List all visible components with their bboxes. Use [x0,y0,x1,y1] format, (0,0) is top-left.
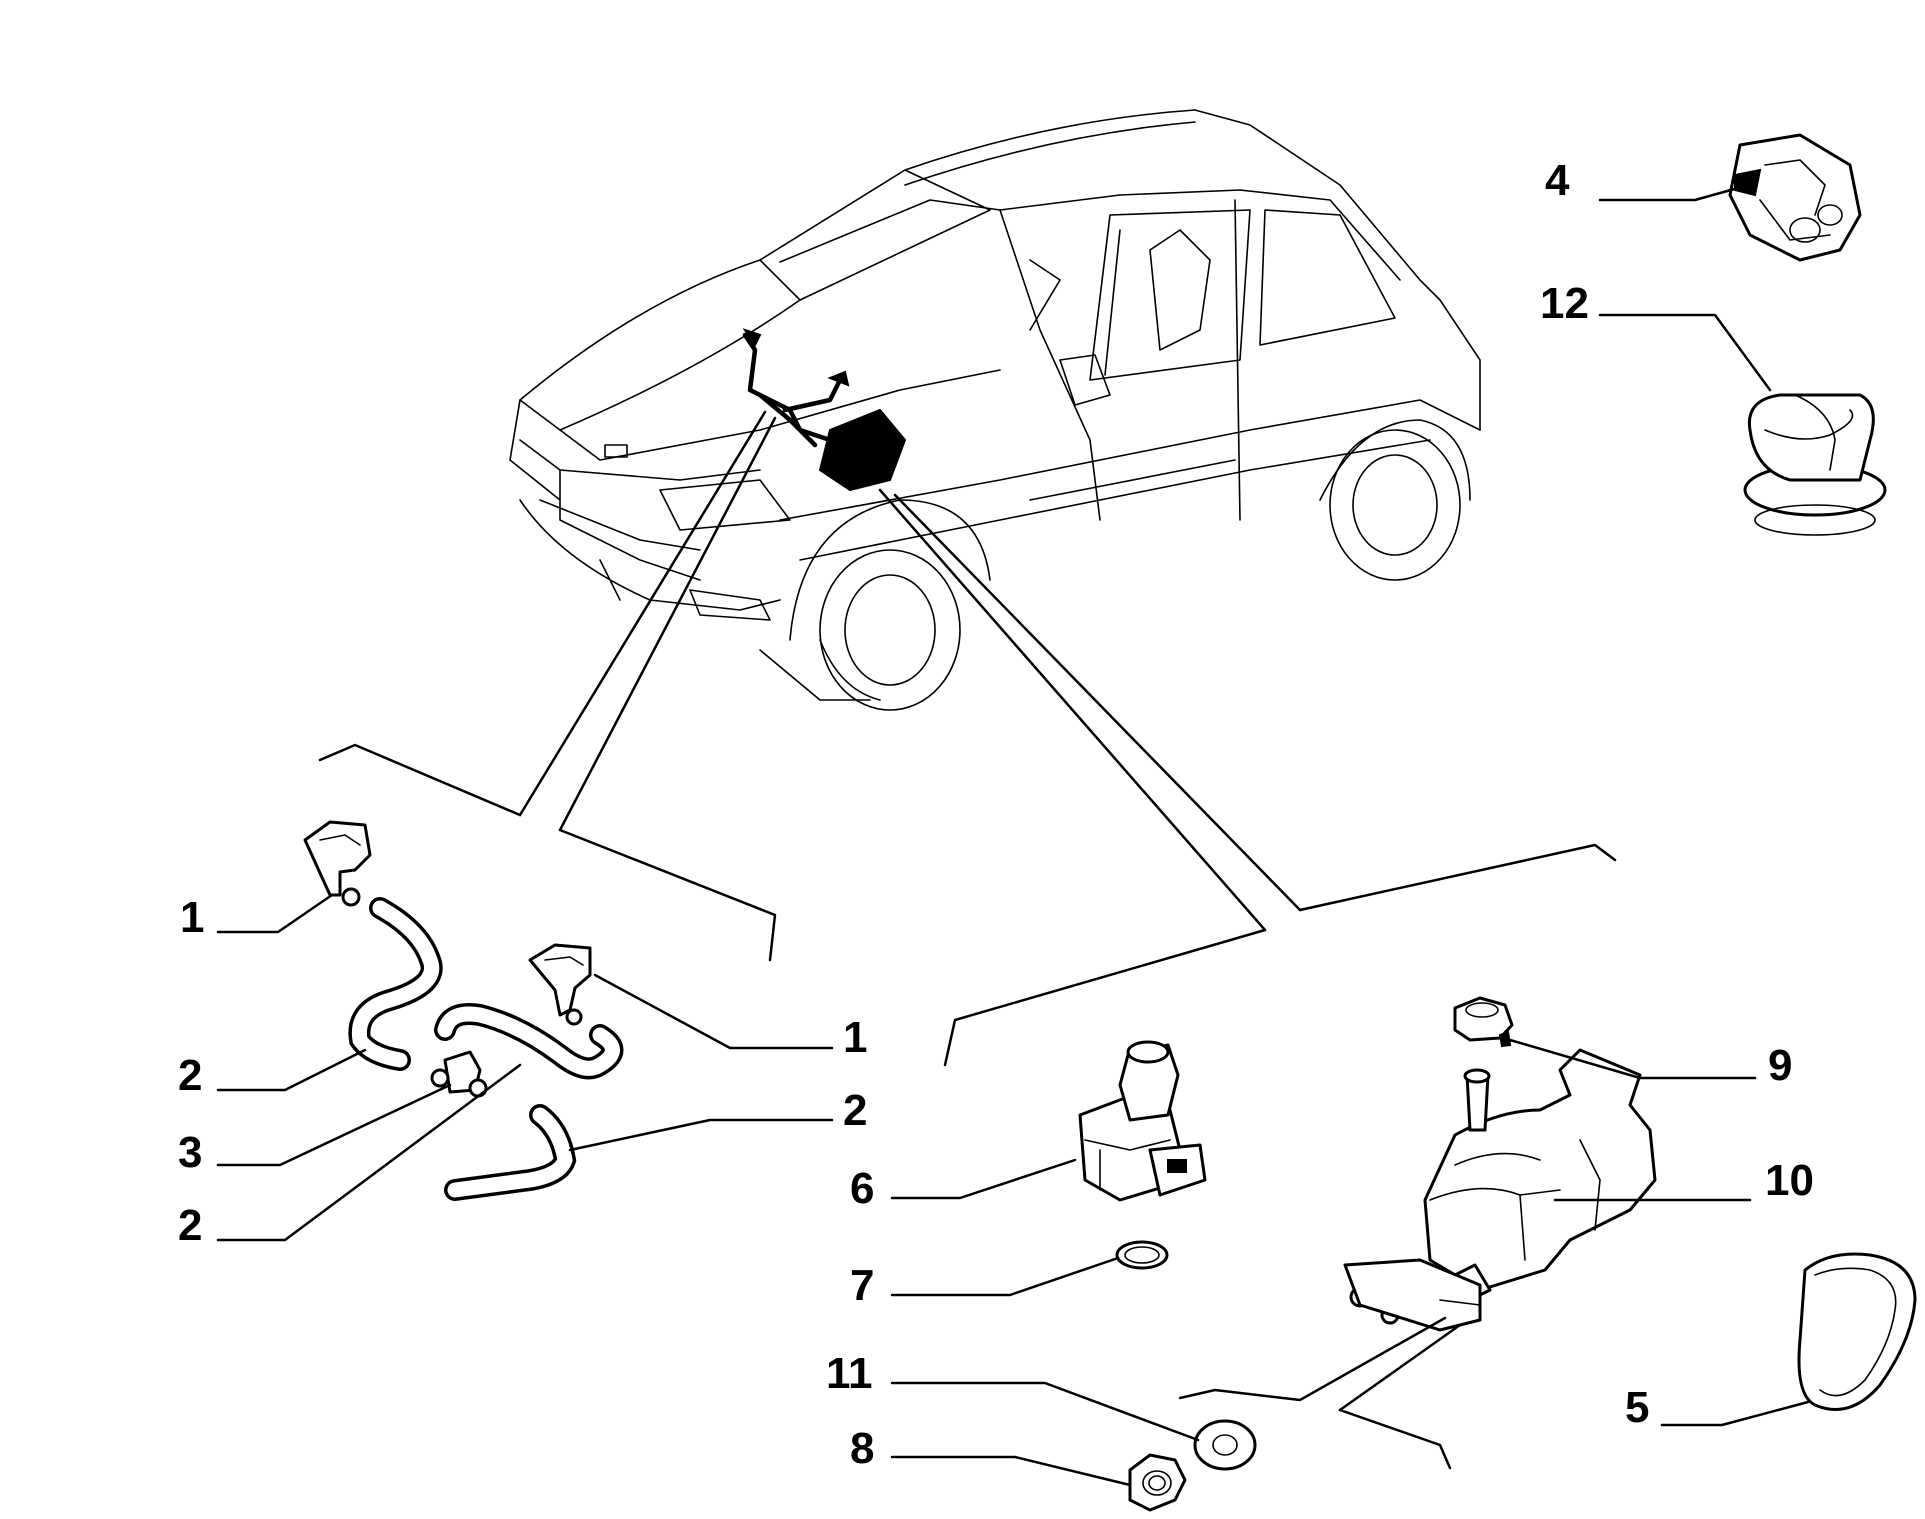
part-2-hose-middle [434,1003,624,1080]
part-2-hose-short [444,1104,577,1201]
part-6-pump [1078,1040,1207,1202]
car-outline [509,109,1481,711]
callout-2: 2 [178,1201,202,1250]
callout-12: 12 [1540,279,1589,328]
callout-11: 11 [826,1349,873,1398]
part-10-reservoir [1343,1048,1657,1332]
part-11-washer [1193,1419,1257,1471]
callout-3: 3 [178,1128,202,1177]
group-leader-lines [318,410,1617,1067]
callout-8: 8 [850,1424,874,1473]
callout-9: 9 [1768,1041,1792,1090]
part-12-clip [1743,393,1887,536]
callout-2: 2 [843,1086,867,1135]
callout-numbers: 4 12 1 2 3 2 1 2 6 7 11 8 9 10 5 [178,156,1814,1473]
part-9-cap [1453,996,1514,1048]
part-5-grommet [1797,1252,1917,1411]
part-8-nut [1128,1453,1187,1512]
part-1-nozzle-left [303,820,372,907]
part-4-clip [1728,133,1862,262]
callout-2: 2 [178,1051,202,1100]
part-2-hose-left [348,897,443,1071]
car-washer-system-highlight [742,328,907,492]
callout-7: 7 [850,1261,874,1310]
callout-10: 10 [1765,1156,1814,1205]
part-1-nozzle-right [528,943,592,1026]
part-7-washer [1115,1240,1169,1270]
part-3-connector [430,1050,488,1098]
callout-6: 6 [850,1164,874,1213]
callout-4: 4 [1545,156,1570,205]
callout-5: 5 [1625,1383,1649,1432]
callout-1: 1 [180,893,204,942]
callout-1: 1 [843,1013,867,1062]
callout-leaders [216,186,1810,1487]
